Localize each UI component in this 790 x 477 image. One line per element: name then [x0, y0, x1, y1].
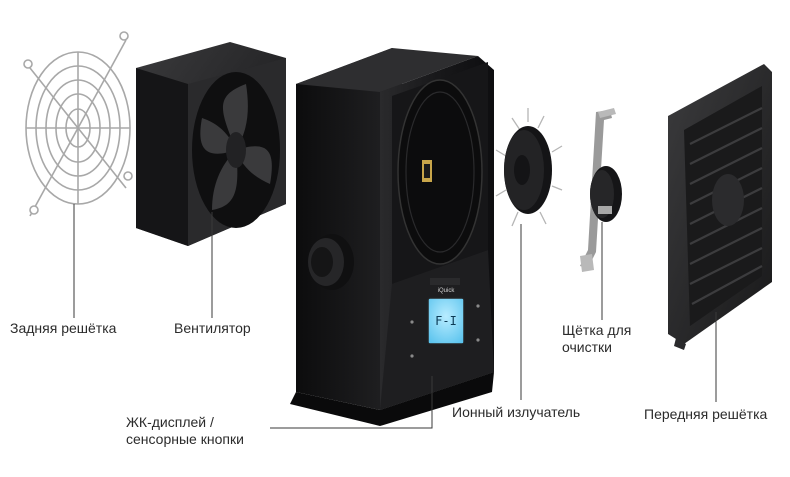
lcd-screen [427, 297, 465, 345]
lcd-screen-text: F-I [435, 314, 457, 328]
label-ion-emitter: Ионный излучатель [452, 404, 581, 420]
cleaning-brush-part [580, 108, 622, 272]
fan-part [136, 42, 286, 246]
device-brand-badge: iQuick [438, 288, 456, 294]
label-fan: Вентилятор [174, 320, 251, 336]
label-front-grill: Передняя решётка [644, 406, 768, 422]
ion-emitter-part [495, 108, 563, 227]
leader-display [270, 376, 433, 429]
label-display: ЖК-дисплей / сенсорные кнопки [126, 414, 244, 447]
back-grill-part [23, 31, 133, 217]
label-back-grill: Задняя решётка [10, 320, 117, 336]
label-brush: Щётка для очистки [562, 322, 632, 355]
main-body-part [290, 48, 494, 426]
front-grill-part [668, 64, 772, 350]
